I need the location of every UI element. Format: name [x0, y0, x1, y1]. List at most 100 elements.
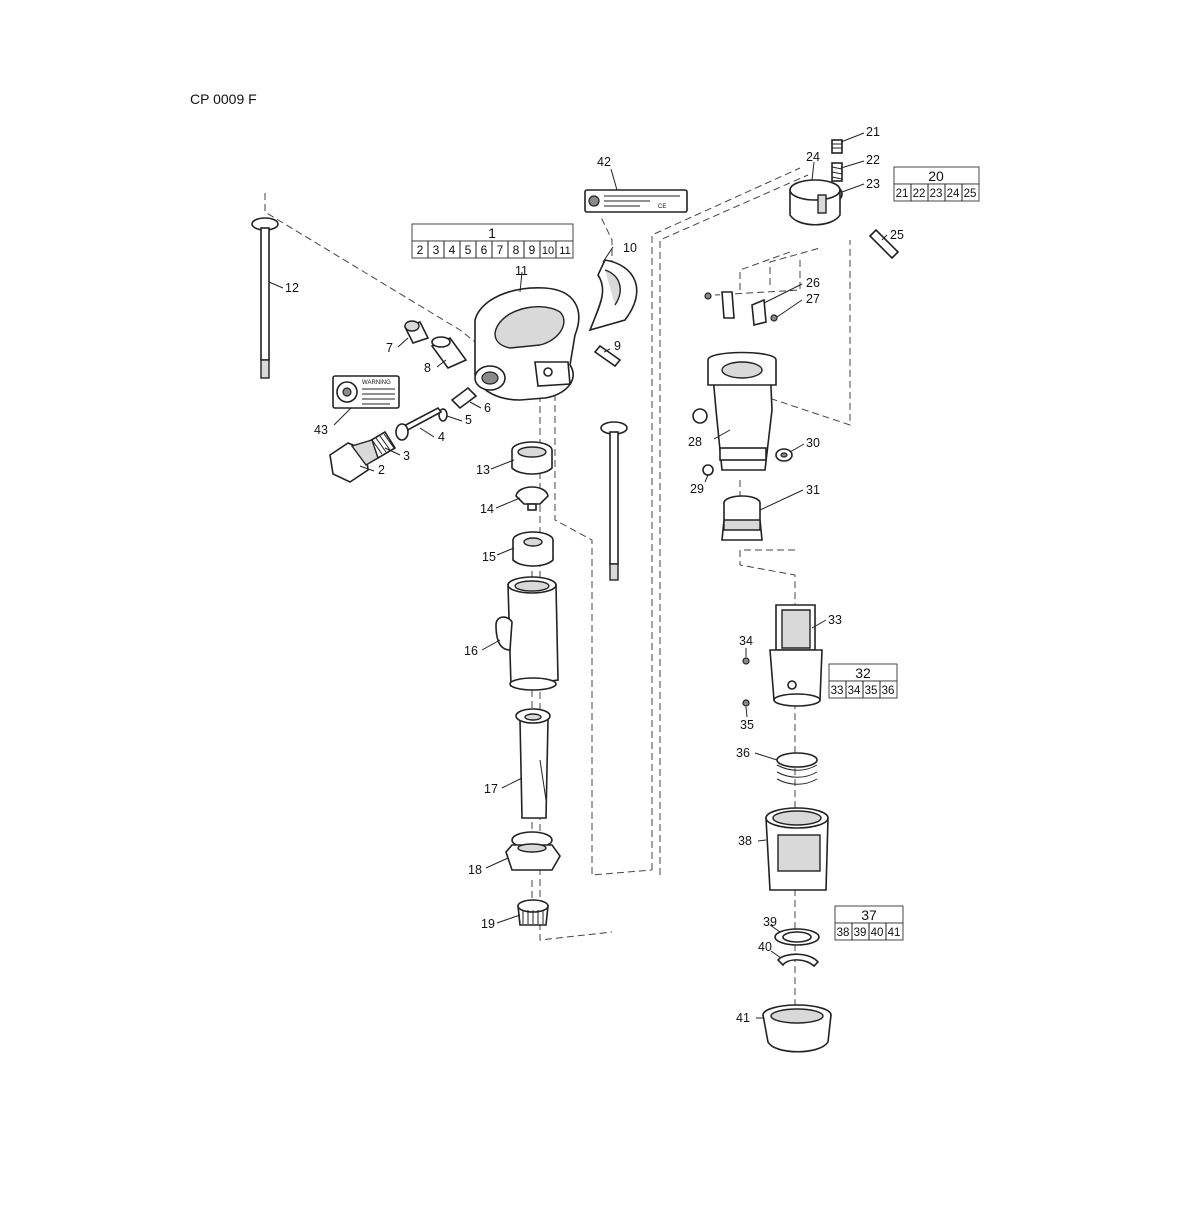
callout-24: 24: [806, 150, 820, 164]
callout-23: 23: [866, 177, 880, 191]
callout-22: 22: [866, 153, 880, 167]
callout-17: 17: [484, 782, 498, 796]
part-15-seat: [512, 531, 554, 567]
part-28-front-head: [692, 351, 777, 471]
callout-8: 8: [424, 361, 431, 375]
kit-20-item-24: 24: [947, 188, 960, 200]
part-7-sleeve: [403, 320, 430, 344]
part-10-cover-detail: [604, 269, 621, 306]
part-8-cylinder: [430, 336, 468, 369]
callout-13: 13: [476, 463, 490, 477]
part-40-retaining-ring: [776, 953, 820, 968]
part-27-screw-b: [770, 314, 778, 322]
callout-7: 7: [386, 341, 393, 355]
part-6-tube: [450, 386, 478, 410]
kit-1-item-10: 10: [542, 245, 554, 257]
kit-37-item-38: 38: [837, 927, 850, 939]
kit-37-item-39: 39: [854, 927, 867, 939]
callout-35: 35: [740, 718, 754, 732]
part-27-screw-a: [704, 292, 712, 300]
kit-1-item-2: 2: [417, 243, 424, 257]
part-17-piston: [515, 708, 551, 819]
part-41-buffer: [762, 1004, 832, 1053]
callout-29: 29: [690, 482, 704, 496]
callout-11: 11: [515, 264, 528, 278]
callout-42: 42: [597, 155, 611, 169]
callout-36: 36: [736, 746, 750, 760]
part-9-pin: [593, 344, 622, 368]
part-21-set-screw: [831, 139, 843, 154]
callout-3: 3: [403, 449, 410, 463]
part-14-valve: [515, 486, 549, 511]
callout-19: 19: [481, 917, 495, 931]
callout-14: 14: [480, 502, 494, 516]
callout-28: 28: [688, 435, 702, 449]
part-39-washer: [774, 928, 820, 946]
part-43-warning-label: WARNING: [332, 375, 400, 409]
callout-40: 40: [758, 940, 772, 954]
kit-32-item-34: 34: [848, 685, 861, 697]
part-24-ring: [789, 179, 841, 226]
kit-1-item-6: 6: [481, 243, 488, 257]
kit-1-item-7: 7: [497, 243, 504, 257]
part-30-nut: [775, 448, 793, 462]
part-29-plug: [702, 464, 714, 476]
callout-30: 30: [806, 436, 820, 450]
kit-1-number: 1: [488, 225, 496, 241]
callout-15: 15: [482, 550, 496, 564]
part-36-spring: [776, 752, 818, 785]
callout-16: 16: [464, 644, 478, 658]
part-11-handle-body: [474, 287, 580, 401]
kit-32-number: 32: [855, 665, 871, 681]
callout-leaders: [268, 132, 888, 1019]
callout-12: 12: [285, 281, 299, 295]
kit-20-item-22: 22: [913, 188, 926, 200]
part-12-long-bolt: [251, 217, 279, 379]
part-35-ball: [742, 699, 750, 707]
part-34-ball: [742, 657, 750, 665]
kit-1-item-9: 9: [529, 243, 536, 257]
callout-10: 10: [623, 241, 637, 255]
callout-41: 41: [736, 1011, 750, 1025]
callout-34: 34: [739, 634, 753, 648]
kit-box-37: 37 38 39 40 41: [834, 905, 904, 941]
part-26-latch: [721, 291, 767, 327]
kit-37-number: 37: [861, 907, 877, 923]
callout-labels: 2 3 4 5 6 7 8 9 10 11 12 13 14 15 16 17 …: [285, 125, 904, 1025]
kit-37-item-41: 41: [888, 927, 901, 939]
drawing-code: CP 0009 F: [190, 91, 257, 107]
kit-37-item-40: 40: [871, 927, 884, 939]
callout-21: 21: [866, 125, 880, 139]
kit-20-number: 20: [928, 168, 944, 184]
part-38-sleeve: [765, 807, 829, 891]
id-plate-ce-mark: CE: [658, 204, 666, 210]
kit-20-item-21: 21: [896, 188, 909, 200]
kit-32-item-36: 36: [882, 685, 895, 697]
callout-4: 4: [438, 430, 445, 444]
part-22-spring: [831, 162, 843, 182]
kit-1-item-11: 11: [559, 245, 570, 257]
part-16-cylinder-housing: [495, 576, 559, 691]
kit-box-1: 1 2 3 4 5 6 7 8 9 10 11: [411, 223, 574, 259]
callout-26: 26: [806, 276, 820, 290]
kit-1-item-8: 8: [513, 243, 520, 257]
part-42-id-plate: CE: [584, 189, 688, 213]
part-4-valve-stem: [395, 406, 443, 441]
kit-1-item-3: 3: [433, 243, 440, 257]
callout-33: 33: [828, 613, 842, 627]
part-13-cap: [511, 441, 553, 475]
callout-2: 2: [378, 463, 385, 477]
kit-20-item-23: 23: [930, 188, 943, 200]
kit-20-item-25: 25: [964, 188, 977, 200]
warning-label-title: WARNING: [362, 380, 391, 386]
part-33-retainer: [769, 604, 823, 707]
callout-43: 43: [314, 423, 328, 437]
callout-39: 39: [763, 915, 777, 929]
kit-box-20: 20 21 22 23 24 25: [893, 166, 980, 202]
kit-32-item-33: 33: [831, 685, 844, 697]
callout-25: 25: [890, 228, 904, 242]
kit-1-item-4: 4: [449, 243, 456, 257]
kit-box-32: 32 33 34 35 36: [828, 663, 898, 699]
